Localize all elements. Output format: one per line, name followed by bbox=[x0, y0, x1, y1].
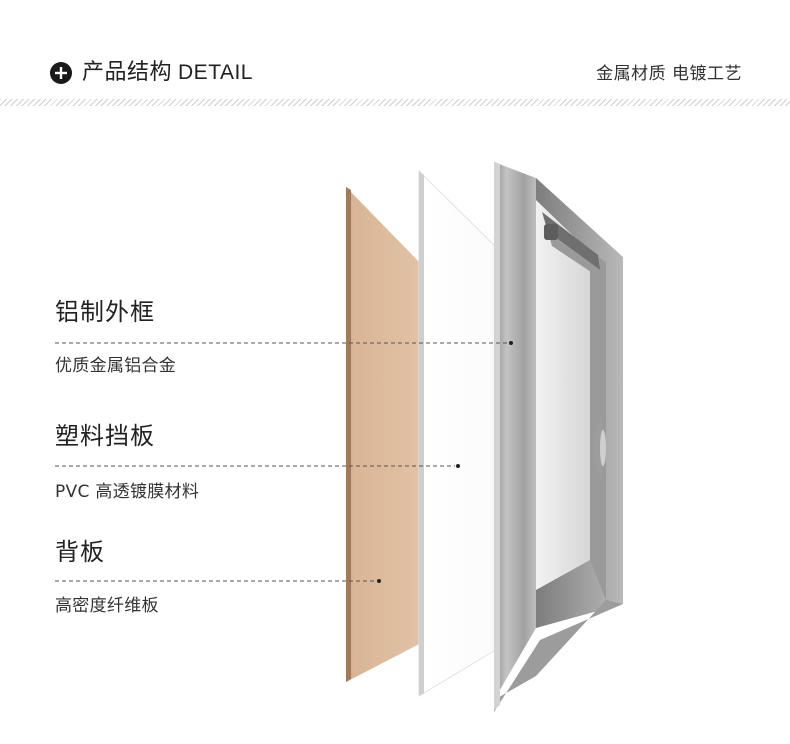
layer-name: 铝制外框 bbox=[55, 298, 155, 326]
leader-dot-back bbox=[377, 579, 381, 583]
leader-dot-frame bbox=[509, 341, 513, 345]
hatched-divider bbox=[0, 99, 790, 106]
layer-description: 优质金属铝合金 bbox=[55, 356, 177, 376]
material-tagline: 金属材质 电镀工艺 bbox=[596, 64, 742, 84]
leader-dot-plastic bbox=[456, 464, 460, 468]
section-title-en: DETAIL bbox=[178, 61, 253, 84]
layer-description: 高密度纤维板 bbox=[55, 596, 159, 616]
layer-description: PVC 高透镀膜材料 bbox=[55, 482, 200, 502]
plastic-panel bbox=[418, 169, 500, 697]
section-title-cn: 产品结构 bbox=[82, 60, 173, 85]
back-panel bbox=[346, 187, 427, 682]
layer-name: 塑料挡板 bbox=[55, 422, 155, 450]
plus-circle-icon bbox=[50, 62, 72, 84]
layer-name: 背板 bbox=[55, 538, 105, 566]
aluminum-frame bbox=[494, 162, 623, 712]
